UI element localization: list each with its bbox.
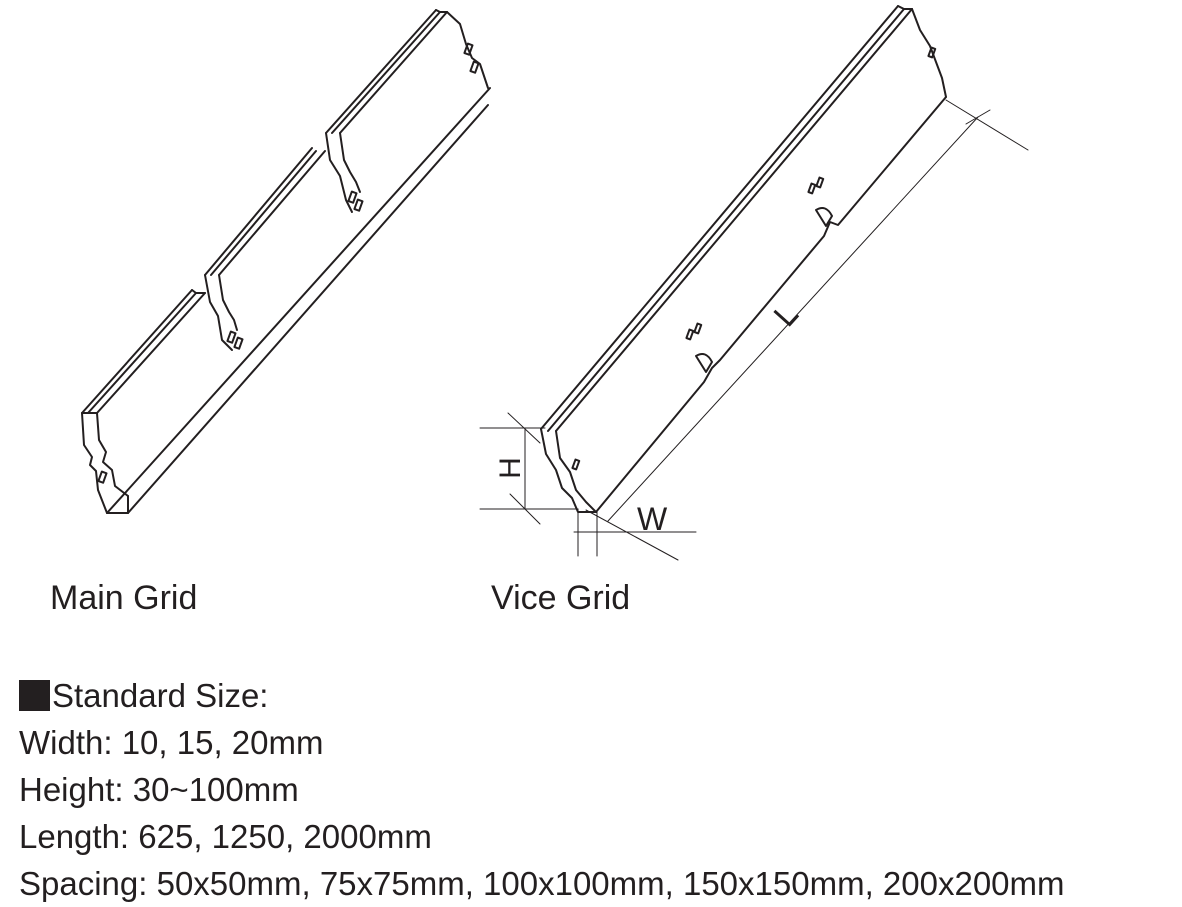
grid-diagram: H W L: [81, 5, 1029, 561]
spec-length: Length: 625, 1250, 2000mm: [19, 818, 432, 855]
main-grid-drawing: [81, 9, 491, 514]
height-dimension-label: H: [494, 457, 527, 479]
vice-grid-caption: Vice Grid: [491, 579, 631, 617]
spec-spacing: Spacing: 50x50mm, 75x75mm, 100x100mm, 15…: [19, 865, 1065, 902]
standard-size-specs: Standard Size: Width: 10, 15, 20mm Heigh…: [19, 672, 1065, 907]
dimension-lines: [479, 99, 1029, 561]
filled-square-bullet-icon: [19, 680, 50, 711]
width-dimension-label: W: [637, 501, 668, 537]
vice-grid-drawing: [540, 5, 947, 513]
main-grid-caption: Main Grid: [50, 579, 198, 617]
specs-heading-row: Standard Size:: [19, 672, 1065, 719]
length-dimension-label: L: [766, 296, 805, 333]
specs-heading: Standard Size:: [52, 677, 269, 714]
spec-height: Height: 30~100mm: [19, 771, 299, 808]
spec-width: Width: 10, 15, 20mm: [19, 724, 324, 761]
